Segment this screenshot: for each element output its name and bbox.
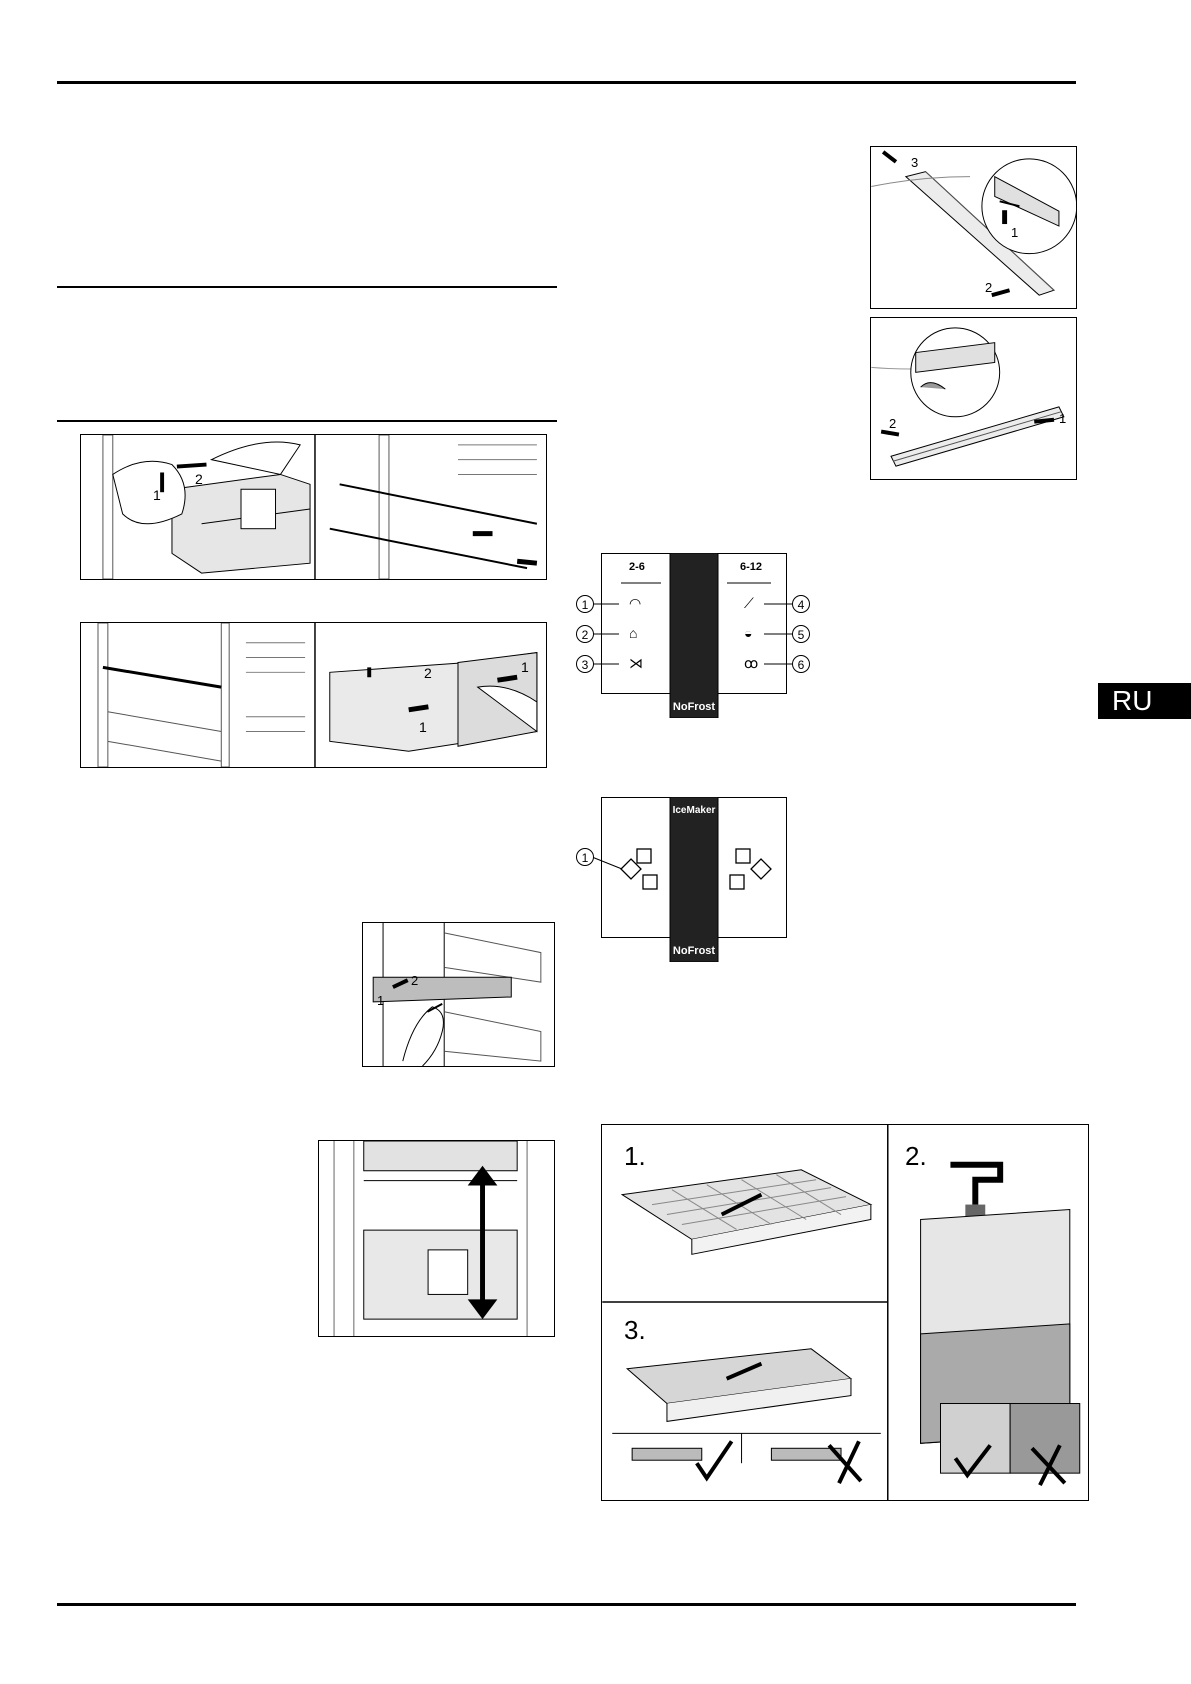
section-rule-2 [57,420,557,422]
nofrost-label: NoFrost [672,945,716,957]
callout-2: 2 [576,625,594,643]
step-label: 2 [411,973,419,988]
rail-detail-drawing [871,327,1065,467]
right-temperature-range: 6-12 [740,561,763,573]
cheese-icon: ⌂ [629,625,638,641]
step-label: 1 [419,719,427,735]
left-temperature-range: 2-6 [629,561,645,573]
callout-4: 4 [792,595,810,613]
vegetable-icon: ⟋ [744,595,754,611]
rail-removal-drawing [871,150,1076,298]
freshness-control-panel: 2-6 6-12 NoFrost ◠ ⌂ ⋊ ⟋ ◒ ꝏ [601,553,787,718]
step-label: 1 [521,659,529,675]
drawer-removal-illustration: 1 2 [80,434,547,580]
drawer-height-illustration [318,1140,555,1337]
language-tab: RU [1098,683,1191,719]
step-label: 1 [1011,225,1019,240]
ice-tray-illustration: 1. 2. 3. [601,1124,1089,1501]
top-rule [57,81,1076,84]
rail-removal-illustration: 3 1 2 [870,146,1077,309]
control-panel-outline [601,553,787,718]
step-label: 1 [377,993,385,1008]
bottom-rule [57,1603,1076,1606]
step-label: 2 [195,471,203,487]
step-label: 1 [1059,411,1067,426]
meat-icon: ◠ [629,595,642,611]
callout-5: 5 [792,625,810,643]
rail-detail-illustration: 2 1 [870,317,1077,480]
fruit-icon: ꝏ [744,655,759,671]
icemaker-panel-outline [601,797,787,962]
step-label: 2 [889,416,897,431]
glass-shelf-drawing [372,923,542,1066]
icemaker-control-panel: IceMaker NoFrost [601,797,787,962]
callout-6: 6 [792,655,810,673]
drawer-insertion-illustration: 2 1 1 [80,622,547,768]
section-rule-1 [57,286,557,288]
step-1-label: 1. [624,1141,646,1171]
ice-tray-drawing [602,1125,1081,1500]
drawer-height-drawing [333,1141,528,1336]
icemaker-callout-1: 1 [576,848,594,866]
drawer-removal-drawing [102,435,538,579]
callout-1: 1 [576,595,594,613]
nofrost-label: NoFrost [672,701,716,713]
step-2-label: 2. [905,1141,927,1171]
fish-icon: ⋊ [629,655,643,671]
step-label: 2 [424,665,432,681]
step-label: 2 [985,280,993,295]
icemaker-callout-line [591,856,623,870]
glass-shelf-illustration: 1 2 [362,922,555,1067]
drawer-insertion-drawing [97,623,538,767]
step-label: 3 [911,155,919,170]
callout-leader-lines [592,603,794,665]
callout-3: 3 [576,655,594,673]
icemaker-label: IceMaker [672,805,716,816]
step-3-label: 3. [624,1315,646,1345]
lettuce-icon: ◒ [744,625,753,641]
step-label: 1 [153,487,161,503]
